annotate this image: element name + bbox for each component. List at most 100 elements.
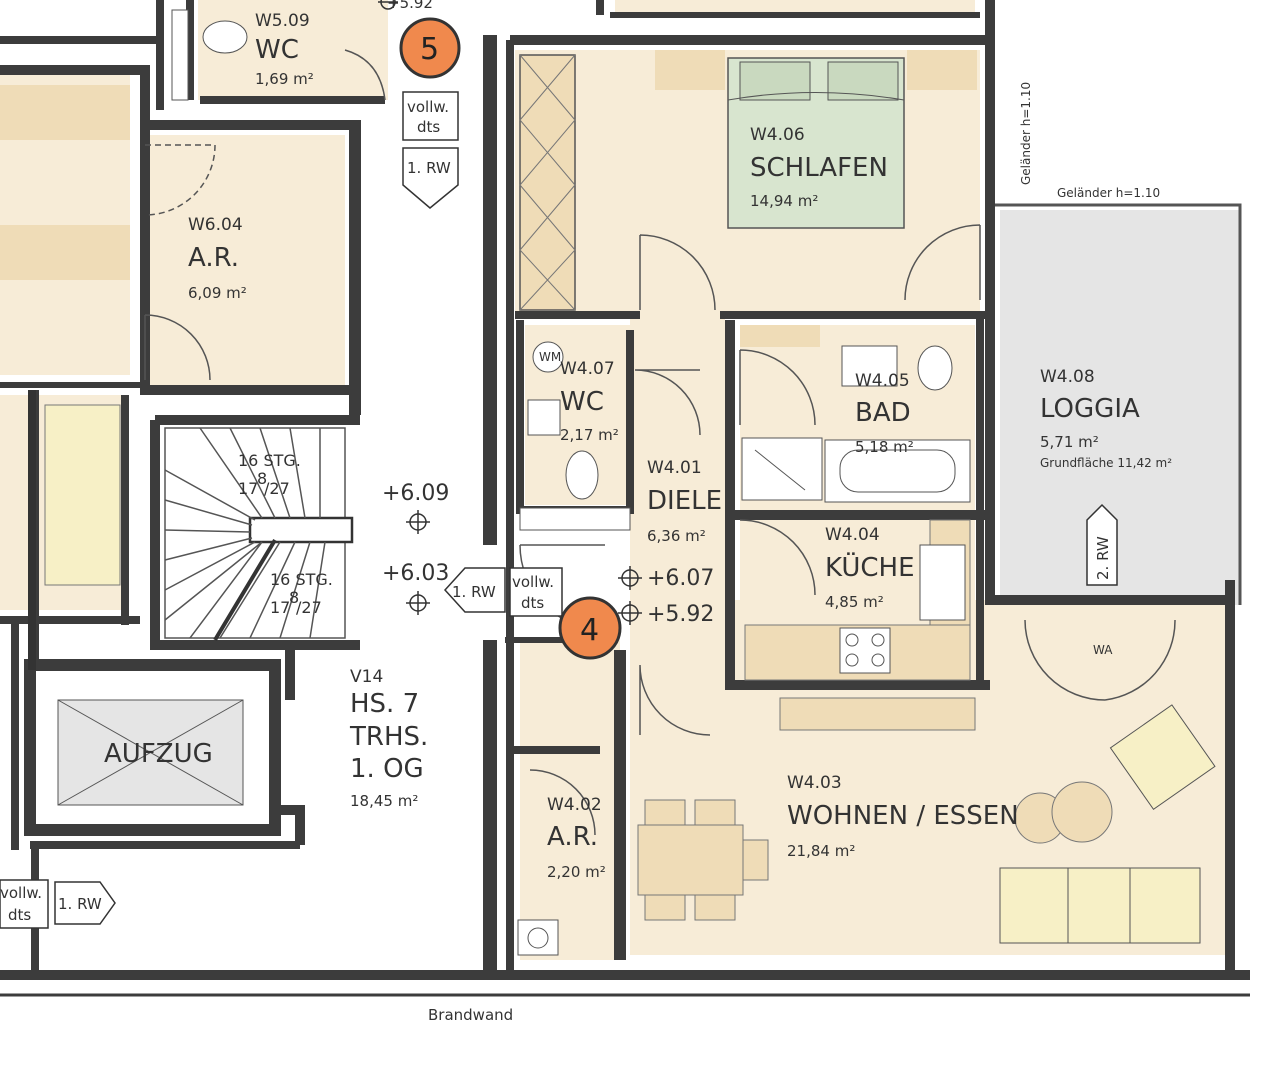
coffee-table [1051, 781, 1113, 843]
room-w509-name: WC [255, 35, 299, 65]
pillow [827, 61, 899, 101]
level-markers [378, 0, 642, 625]
brandwand-label: Brandwand [428, 1006, 513, 1024]
sign-vollw-bottom [0, 879, 49, 929]
level-607: +6.07 [647, 566, 714, 591]
signs [0, 91, 1118, 929]
sign-rw2 [1086, 503, 1118, 586]
level-609: +6.09 [382, 481, 449, 506]
wall [24, 659, 281, 836]
sign-rw2-text: 2. RW [1094, 536, 1112, 580]
room-w401-name: DIELE [647, 486, 722, 516]
door-loggia [904, 224, 981, 301]
stair2-steps: 16 STG. [270, 570, 333, 589]
bath-shelf [740, 325, 820, 347]
aufzug-label: AUFZUG [104, 739, 213, 769]
stair2-ratio-b: /27 [296, 598, 322, 617]
level-top: +5.92 [387, 0, 433, 12]
sign-dts-bottom-text: dts [8, 906, 31, 924]
room-w406-name: SCHLAFEN [750, 153, 888, 183]
room-w405-id: W4.05 [855, 371, 910, 391]
room-w509-area: 1,69 m² [255, 70, 314, 88]
washbasin [841, 345, 898, 387]
nightstand-right [907, 50, 977, 90]
level-592: +5.92 [647, 602, 714, 627]
room-v14-id: V14 [350, 667, 383, 687]
duvet-line [727, 92, 905, 101]
sign-rw-mid [443, 567, 506, 613]
dining-table [637, 824, 744, 896]
sign-vollw-mid [509, 567, 563, 617]
stair-rail [213, 538, 277, 642]
sign-vollw-top-text: vollw. [407, 98, 449, 116]
room-w403-id: W4.03 [787, 773, 842, 793]
door-w604 [144, 314, 211, 381]
wm-label: WM [539, 350, 561, 364]
top-strip-floor [615, 0, 975, 12]
sign-rw-bottom-text: 1. RW [58, 895, 102, 913]
walls [0, 0, 1250, 997]
washing-machine [532, 341, 564, 373]
room-w404-id: W4.04 [825, 525, 880, 545]
room-w402-floor [520, 640, 620, 960]
room-w404-name: KÜCHE [825, 551, 915, 583]
wa-label: WA [1093, 643, 1113, 657]
elevator-cross [57, 699, 244, 806]
room-w408-name: LOGGIA [1040, 394, 1140, 424]
room-w407-area: 2,17 m² [560, 426, 619, 444]
top-wc-toilet [202, 20, 248, 54]
room-w405-name: BAD [855, 398, 911, 428]
door-schlafen [639, 234, 716, 311]
door-bad [739, 349, 816, 426]
stair1-ratio-a: 17 [238, 479, 258, 498]
room-w405-area: 5,18 m² [855, 438, 914, 456]
stair2-ratio-a: 17 [270, 598, 290, 617]
stair-landing [248, 516, 354, 544]
badge-5-circle [399, 17, 461, 79]
sign-rw-bottom [54, 881, 116, 925]
room-w604-floor [145, 135, 345, 385]
room-w403-name: WOHNEN / ESSEN [787, 801, 1019, 831]
room-w402-area: 2,20 m² [547, 863, 606, 881]
room-w402-id: W4.02 [547, 795, 602, 815]
furniture [0, 9, 1216, 956]
room-w408-floor [1000, 210, 1240, 605]
room-w408-area: 5,71 m² [1040, 433, 1099, 451]
room-w408-note: Grundfläche 11,42 m² [1040, 456, 1172, 470]
sign-vollw-bottom-text: vollw. [0, 884, 42, 902]
sign-vollw-mid-text: vollw. [512, 573, 554, 591]
room-w604-name: A.R. [188, 243, 239, 273]
kitchen-sink [919, 544, 966, 621]
room-w401-id: W4.01 [647, 458, 702, 478]
level-603: +6.03 [382, 561, 449, 586]
stair1-steps: 16 STG. [238, 451, 301, 470]
sign-dts-mid-text: dts [521, 594, 544, 612]
room-w407-name: WC [560, 387, 604, 417]
doors [144, 49, 1176, 836]
stair1-ratio-b: /27 [264, 479, 290, 498]
sideboard [779, 697, 976, 731]
cooktop [839, 627, 891, 674]
toilet-bad [917, 345, 953, 391]
sign-dts-top-text: dts [417, 118, 440, 136]
badge-4-circle [558, 596, 622, 660]
shower [741, 437, 823, 501]
sign-rw-top-text: 1. RW [407, 159, 451, 177]
sign-rw-mid-text: 1. RW [452, 583, 496, 601]
left-edge-bar [28, 390, 36, 670]
gelaender-top: Geländer h=1.10 [1057, 186, 1160, 200]
top-wc-cabinet [171, 9, 189, 101]
badge-4: 4 [580, 613, 599, 648]
nightstand-left [655, 50, 725, 90]
boiler [517, 919, 559, 956]
stair1-ratio-sup: 8 [257, 469, 267, 488]
room-w403-area: 21,84 m² [787, 842, 855, 860]
stair2-ratio-sup: 8 [289, 588, 299, 607]
wall [280, 805, 305, 845]
room-w404-area: 4,85 m² [825, 593, 884, 611]
room-w604-id: W6.04 [188, 215, 243, 235]
room-w408-id: W4.08 [1040, 367, 1095, 387]
room-w401-area: 6,36 m² [647, 527, 706, 545]
left-furniture [0, 225, 130, 280]
gelaender-side: Geländer h=1.10 [1019, 82, 1033, 185]
